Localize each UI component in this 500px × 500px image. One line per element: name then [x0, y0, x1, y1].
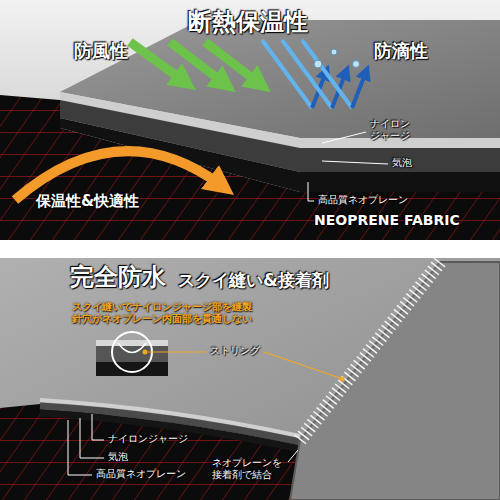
- inset-block: [96, 340, 168, 376]
- string-loop: [118, 343, 146, 353]
- bottom-panel: [0, 258, 500, 500]
- drop-arrow: [352, 72, 366, 108]
- layer-label: 高品質ネオプレーン: [96, 468, 186, 480]
- leader-line: [264, 352, 340, 378]
- part-label: ネオプレーンを 接着剤で結合: [212, 457, 285, 481]
- heading-text: 完全防水: [70, 263, 166, 292]
- layer-label: 気泡: [108, 451, 128, 463]
- wind-arrow: [205, 42, 260, 84]
- panel-ground: [0, 0, 500, 240]
- layer-label: 気泡: [392, 157, 412, 169]
- leader-line: [288, 450, 298, 462]
- leader-line: [322, 161, 388, 164]
- subheading-text: スクイ縫い&接着剤: [178, 270, 329, 290]
- inset-circle: [112, 332, 152, 372]
- leader-dot: [340, 377, 345, 382]
- leader-line: [68, 420, 92, 475]
- inset-nylon: [96, 340, 168, 346]
- layer-label: ナイロンジャージ: [108, 433, 188, 445]
- water-drop: [331, 49, 337, 55]
- top-panel: [0, 0, 500, 240]
- right-sheet: [290, 262, 500, 500]
- grid-floor: [0, 404, 300, 500]
- leader-line: [322, 132, 366, 143]
- property-label: 防滴性: [374, 40, 428, 62]
- layer-label: ナイロン ジャージ: [370, 118, 413, 142]
- leader-line: [148, 351, 206, 352]
- leader-line: [308, 182, 314, 201]
- panel-ground: [0, 258, 500, 500]
- neoprene-layer: [40, 413, 300, 449]
- leader-dot: [143, 350, 148, 355]
- layer-label: 高品質ネオプレーン: [318, 194, 408, 206]
- drop-arrow: [282, 40, 332, 108]
- leader-line: [92, 414, 104, 440]
- drop-arrow: [262, 40, 312, 108]
- water-drop: [314, 60, 322, 68]
- part-label: ストリング: [210, 345, 260, 357]
- property-label: 保温性&快適性: [36, 192, 139, 210]
- fabric-name: NEOPRENE FABRIC: [314, 212, 460, 229]
- leader-line: [80, 418, 104, 458]
- note-text: スクイ縫いでナイロンジャージ部を縫製 針穴がネオプレーン内面部を貫通しない: [72, 301, 256, 325]
- heading-text: 断熱保温性: [188, 8, 308, 37]
- water-drop: [353, 61, 360, 68]
- drop-arrow: [302, 40, 352, 108]
- inset-neoprene: [96, 362, 168, 376]
- property-label: 防風性: [74, 40, 128, 62]
